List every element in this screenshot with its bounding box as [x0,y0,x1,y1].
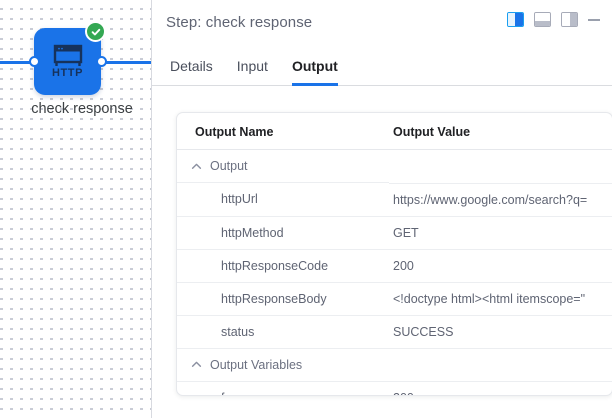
connection-wire-outgoing [100,61,152,64]
minimize-icon[interactable] [588,18,600,21]
table-row[interactable]: httpUrl https://www.google.com/search?q= [177,183,612,217]
table-group-row-output[interactable]: Output [177,149,612,184]
tab-input[interactable]: Input [236,58,268,74]
chevron-up-icon [191,361,202,367]
workflow-canvas[interactable]: HTTP check response [0,0,152,418]
output-name-cell: foo [177,382,389,395]
layout-bottom-panel-icon[interactable] [534,12,551,27]
connection-wire-incoming [0,61,40,64]
check-circle-icon [85,21,106,42]
output-name-cell: httpResponseBody [177,282,389,316]
layout-split-right-icon[interactable] [507,12,524,27]
table-row[interactable]: httpResponseCode 200 [177,249,612,283]
http-node-icon [53,44,82,66]
table-header-row: Output Name Output Value [177,113,612,150]
node-input-port[interactable] [29,56,40,67]
output-value-cell: 200 [389,382,612,395]
tab-bar: Details Input Output [152,44,612,86]
step-details-panel: Step: check response Details Input Outpu… [152,0,612,418]
layout-split-left-icon[interactable] [561,12,578,27]
output-name-cell: httpUrl [177,183,389,217]
output-value-cell: SUCCESS [389,315,612,349]
group-value-empty [389,149,612,184]
column-header-output-value: Output Value [389,113,612,150]
page-title: Step: check response [166,13,313,31]
table-group-row-output-variables[interactable]: Output Variables [177,348,612,382]
table-row[interactable]: httpResponseBody <!doctype html><html it… [177,282,612,316]
group-value-empty [389,348,612,382]
group-label: Output [210,159,248,173]
output-value-cell: GET [389,216,612,250]
panel-header: Step: check response [152,0,612,44]
tab-details[interactable]: Details [170,58,213,74]
chevron-up-icon [191,163,202,169]
table-row[interactable]: httpMethod GET [177,216,612,250]
output-name-cell: status [177,315,389,349]
table-row[interactable]: status SUCCESS [177,315,612,349]
output-table-card: Output Name Output Value Output [176,112,612,396]
group-label: Output Variables [210,357,303,372]
output-value-cell: <!doctype html><html itemscope=" [389,282,612,316]
node-output-port[interactable] [96,56,107,67]
node-caption: check response [31,101,133,117]
group-toggle-output-variables[interactable]: Output Variables [177,349,389,382]
header-actions [507,12,600,27]
output-value-cell: https://www.google.com/search?q= [389,183,612,217]
column-header-output-name: Output Name [177,113,389,150]
panel-divider[interactable] [151,0,152,418]
output-value-cell: 200 [389,249,612,283]
table-row[interactable]: foo 200 [177,382,612,395]
group-toggle-output[interactable]: Output [177,150,389,183]
tab-output[interactable]: Output [291,58,338,86]
http-node-icon-label: HTTP [51,67,84,79]
output-table: Output Name Output Value Output [177,113,612,395]
output-name-cell: httpResponseCode [177,249,389,283]
output-name-cell: httpMethod [177,216,389,250]
